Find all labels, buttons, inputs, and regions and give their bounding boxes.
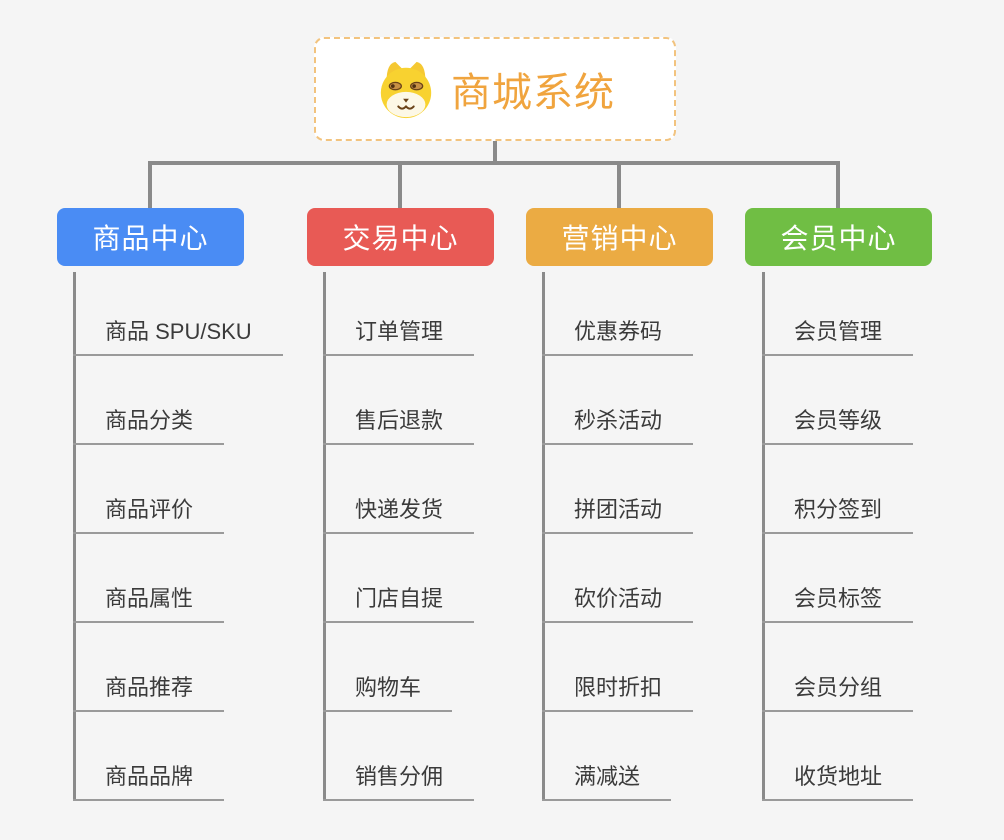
leaf-node[interactable]: 优惠券码 bbox=[542, 316, 694, 356]
leaf-node[interactable]: 商品属性 bbox=[73, 583, 225, 623]
leaf-node[interactable]: 会员分组 bbox=[762, 672, 914, 712]
leaf-node[interactable]: 收货地址 bbox=[762, 761, 914, 801]
leaf-node[interactable]: 拼团活动 bbox=[542, 494, 694, 534]
connector-root-drop bbox=[493, 140, 497, 163]
root-node[interactable]: 商城系统 bbox=[314, 37, 676, 141]
leaf-node[interactable]: 限时折扣 bbox=[542, 672, 694, 712]
branch-trunk-product bbox=[73, 272, 76, 801]
branch-node-marketing[interactable]: 营销中心 bbox=[526, 208, 713, 266]
branch-node-member[interactable]: 会员中心 bbox=[745, 208, 932, 266]
leaf-node[interactable]: 秒杀活动 bbox=[542, 405, 694, 445]
branch-node-product[interactable]: 商品中心 bbox=[57, 208, 244, 266]
leaf-node[interactable]: 满减送 bbox=[542, 761, 672, 801]
leaf-node[interactable]: 购物车 bbox=[323, 672, 453, 712]
connector-horizontal bbox=[148, 161, 840, 165]
connector-drop-marketing bbox=[617, 164, 621, 208]
branch-node-trade[interactable]: 交易中心 bbox=[307, 208, 494, 266]
leaf-node[interactable]: 积分签到 bbox=[762, 494, 914, 534]
leaf-node[interactable]: 砍价活动 bbox=[542, 583, 694, 623]
root-title: 商城系统 bbox=[451, 71, 615, 115]
branch-trunk-trade bbox=[323, 272, 326, 801]
leaf-node[interactable]: 快递发货 bbox=[323, 494, 475, 534]
leaf-node[interactable]: 会员等级 bbox=[762, 405, 914, 445]
leaf-node[interactable]: 商品评价 bbox=[73, 494, 225, 534]
branch-trunk-marketing bbox=[542, 272, 545, 801]
leaf-node[interactable]: 商品品牌 bbox=[73, 761, 225, 801]
connector-drop-member bbox=[836, 164, 840, 208]
leaf-node[interactable]: 销售分佣 bbox=[323, 761, 475, 801]
leaf-node[interactable]: 会员管理 bbox=[762, 316, 914, 356]
dog-face-icon bbox=[380, 61, 432, 119]
leaf-node[interactable]: 商品分类 bbox=[73, 405, 225, 445]
connector-drop-trade bbox=[398, 164, 402, 208]
leaf-node[interactable]: 会员标签 bbox=[762, 583, 914, 623]
connector-drop-product bbox=[148, 164, 152, 208]
leaf-node[interactable]: 售后退款 bbox=[323, 405, 475, 445]
leaf-node[interactable]: 商品推荐 bbox=[73, 672, 225, 712]
leaf-node[interactable]: 门店自提 bbox=[323, 583, 475, 623]
branch-trunk-member bbox=[762, 272, 765, 801]
leaf-node[interactable]: 商品 SPU/SKU bbox=[73, 316, 283, 356]
leaf-node[interactable]: 订单管理 bbox=[323, 316, 475, 356]
